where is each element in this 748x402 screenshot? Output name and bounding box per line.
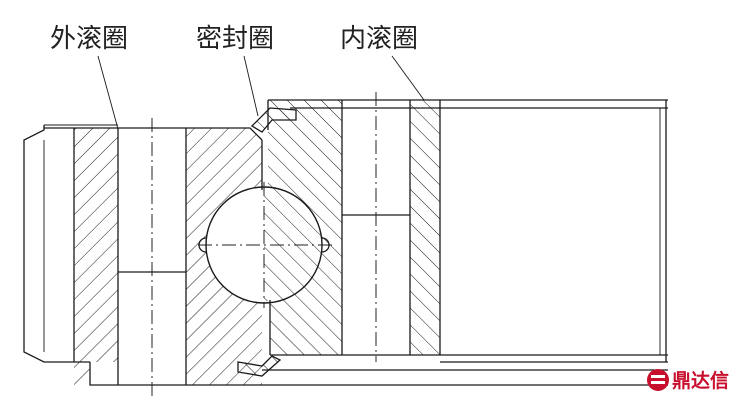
leader-inner-ring [391, 55, 425, 101]
watermark-logo: 鼎达信 [647, 369, 729, 392]
seal-bottom [237, 355, 282, 377]
logo-mark-icon [647, 369, 669, 391]
label-seal: 密封圈 [196, 24, 274, 54]
label-inner-ring: 内滚圈 [340, 24, 418, 54]
seal-top [250, 107, 297, 133]
watermark-text: 鼎达信 [672, 369, 729, 392]
inner-ring [262, 92, 668, 386]
leader-seal [243, 55, 259, 117]
leader-outer-ring [97, 55, 119, 130]
label-outer-ring: 外滚圈 [50, 24, 128, 54]
